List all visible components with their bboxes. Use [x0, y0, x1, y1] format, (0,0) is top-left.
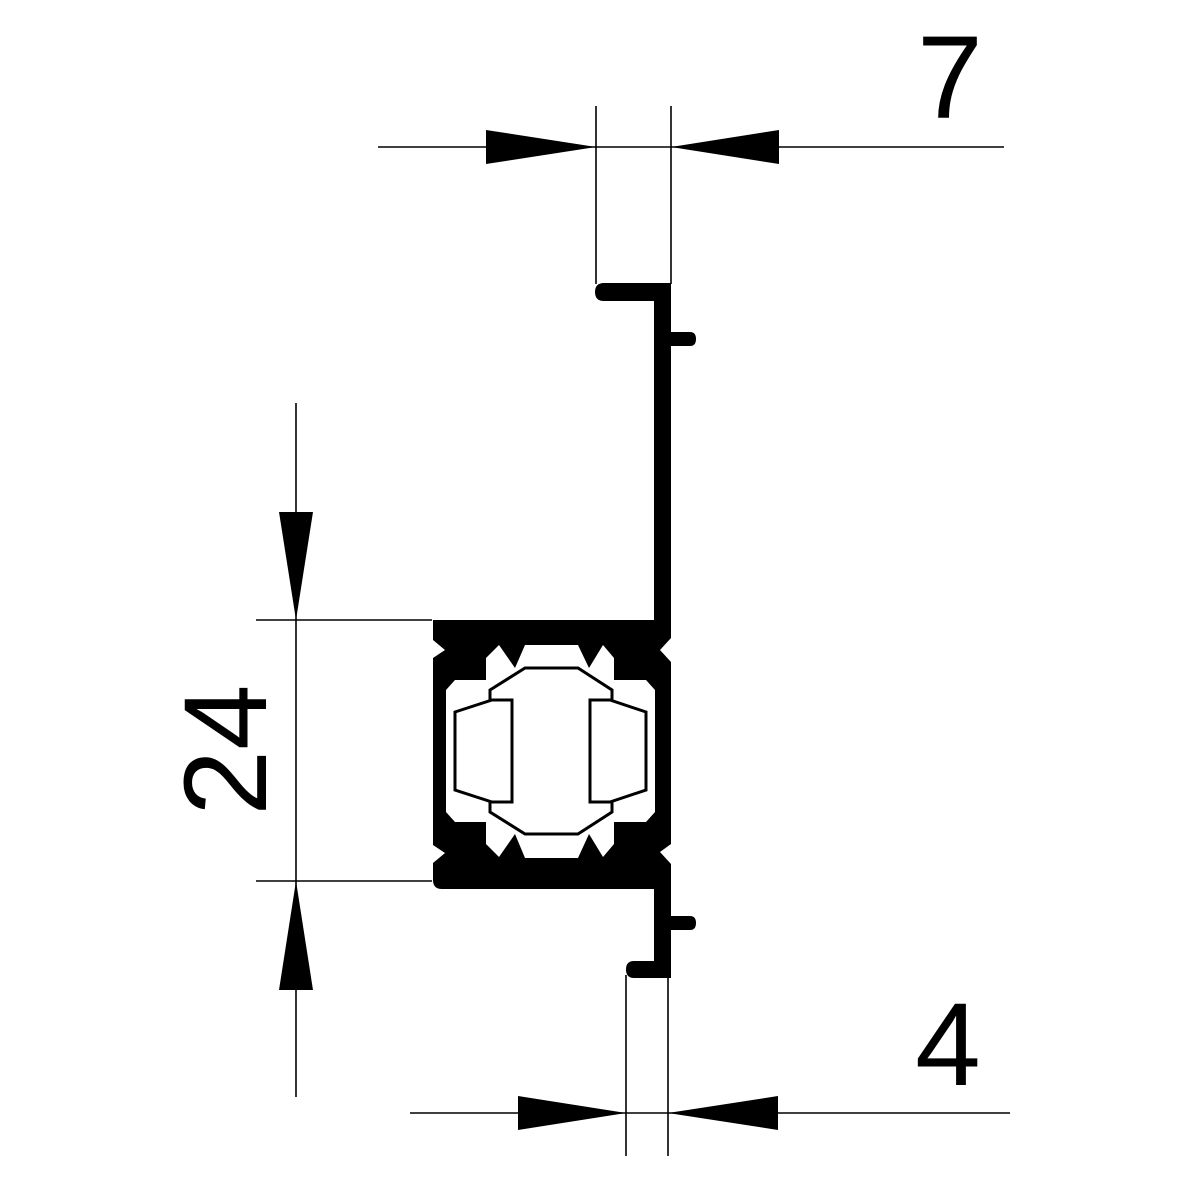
- arrow-left-bottom: [279, 881, 313, 990]
- profile-lower-lip: [626, 961, 671, 978]
- arrow-bottom-right: [668, 1096, 778, 1130]
- dimension-top: [378, 106, 1004, 284]
- profile-inner-core: [453, 698, 514, 804]
- arrow-bottom-left: [518, 1096, 626, 1130]
- profile-upper-lip: [595, 283, 671, 301]
- arrow-top-left: [486, 130, 596, 164]
- profile-inner-octagon: [488, 666, 614, 836]
- dimension-label-bottom: 4: [915, 979, 981, 1111]
- profile-upper-nub: [671, 332, 696, 346]
- arrow-top-right: [671, 130, 779, 164]
- profile-upper-web: [654, 283, 671, 628]
- dimension-label-top: 7: [917, 12, 983, 144]
- arrow-left-top: [279, 512, 313, 620]
- dimension-label-left: 24: [160, 684, 292, 815]
- profile-lower-nub: [671, 916, 696, 930]
- profile-section: [433, 283, 696, 978]
- profile-chamber: [433, 620, 671, 889]
- profile-inner-core-right: [588, 698, 648, 804]
- profile-lower-web: [654, 870, 671, 978]
